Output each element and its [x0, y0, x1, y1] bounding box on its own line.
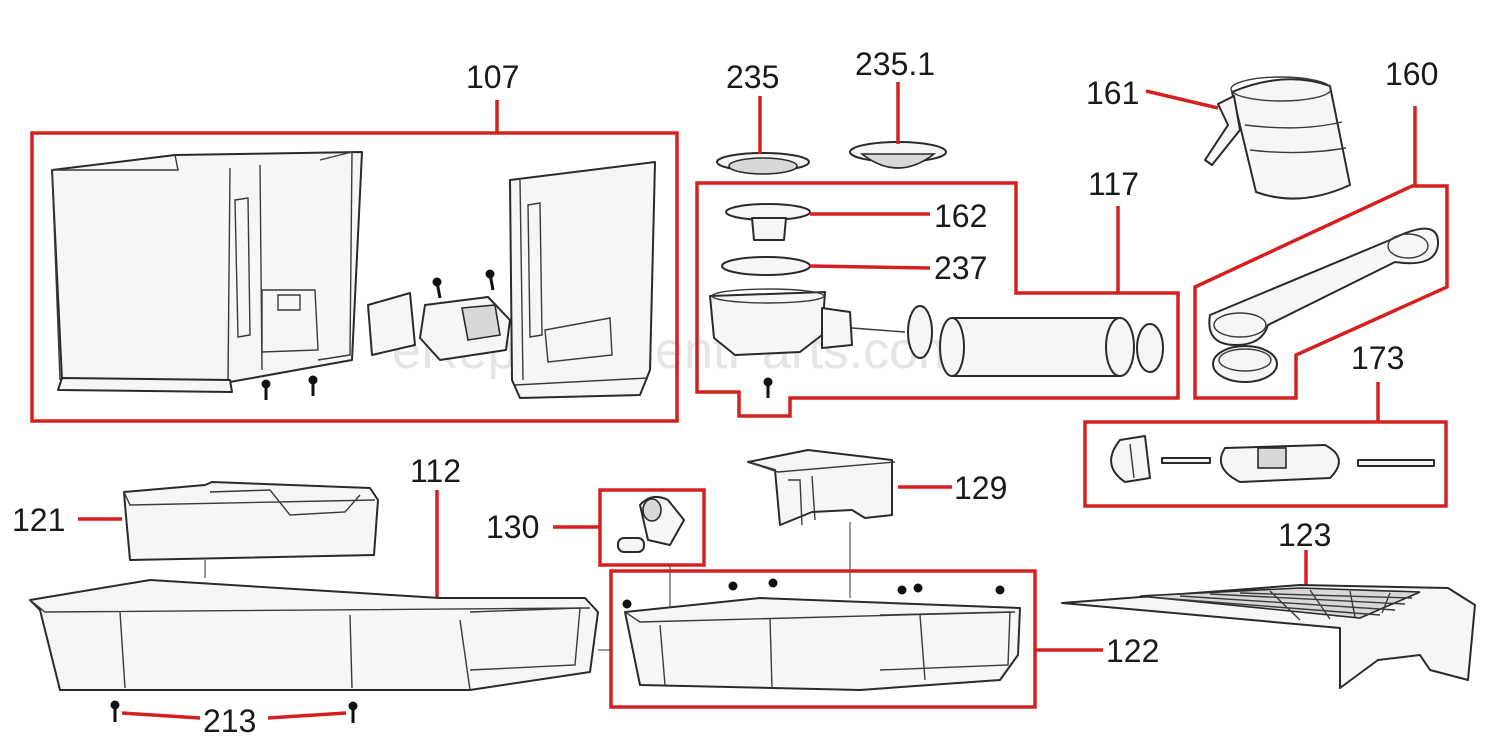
callout-160: 160 — [1385, 56, 1438, 92]
group-117-filter-assembly[interactable] — [695, 181, 1180, 418]
screw-icon — [432, 269, 495, 299]
part-121-drip-insert[interactable] — [78, 481, 379, 578]
group-213-screws[interactable] — [110, 700, 358, 723]
gasket-piece — [367, 292, 416, 356]
leader-237 — [809, 264, 931, 270]
box-173 — [1083, 420, 1448, 508]
end-ring — [1136, 323, 1164, 373]
scoop — [1208, 227, 1440, 346]
callout-161: 161 — [1086, 75, 1139, 111]
callout-130: 130 — [486, 509, 539, 545]
scoop-ring — [1212, 345, 1278, 383]
callout-121: 121 — [12, 502, 65, 538]
group-107-water-tank[interactable] — [30, 100, 679, 423]
part-235-1-filter-disc[interactable] — [849, 82, 947, 169]
filter-basket — [709, 291, 826, 356]
box-122 — [609, 569, 1037, 709]
callout-107: 107 — [466, 59, 519, 95]
filter-cylinder — [951, 317, 1121, 377]
screw-icon — [110, 700, 358, 723]
callout-235: 235 — [726, 59, 779, 95]
part-123-grid-cover[interactable] — [1061, 550, 1476, 689]
callout-237: 237 — [934, 250, 987, 286]
tank-body — [51, 151, 363, 383]
box-107 — [30, 131, 679, 423]
part-112-base-tray[interactable] — [29, 490, 599, 691]
callout-235-1: 235.1 — [855, 46, 935, 82]
callout-213: 213 — [203, 703, 256, 739]
part-129-cover[interactable] — [747, 449, 952, 598]
part-161-carafe[interactable] — [1145, 76, 1351, 200]
part-235-filter-disc[interactable] — [716, 96, 810, 175]
screw-icon — [261, 375, 318, 400]
callout-117: 117 — [1088, 166, 1139, 202]
leader-213-right — [267, 711, 347, 720]
valve-pin — [1161, 457, 1211, 464]
group-122-drip-tray[interactable] — [598, 569, 1103, 709]
callout-173: 173 — [1351, 340, 1404, 376]
group-130-sensor[interactable] — [553, 488, 706, 608]
screw-icon — [622, 578, 1005, 609]
callout-123: 123 — [1278, 517, 1331, 553]
leader-161 — [1145, 89, 1219, 110]
box-160 — [1193, 184, 1449, 400]
callout-112: 112 — [410, 453, 461, 489]
callout-122: 122 — [1106, 633, 1159, 669]
leader-213-left — [121, 711, 201, 720]
valve-rod — [1357, 459, 1435, 467]
callout-162: 162 — [934, 198, 987, 234]
oring-237 — [721, 256, 811, 276]
valve-cap-173 — [1110, 435, 1151, 483]
group-160-scoop[interactable] — [1193, 106, 1449, 400]
screw-icon — [763, 377, 773, 398]
group-173-valve-kit[interactable] — [1083, 382, 1448, 508]
box-117 — [695, 181, 1180, 418]
callout-129: 129 — [954, 470, 1007, 506]
tank-lid — [509, 161, 656, 399]
